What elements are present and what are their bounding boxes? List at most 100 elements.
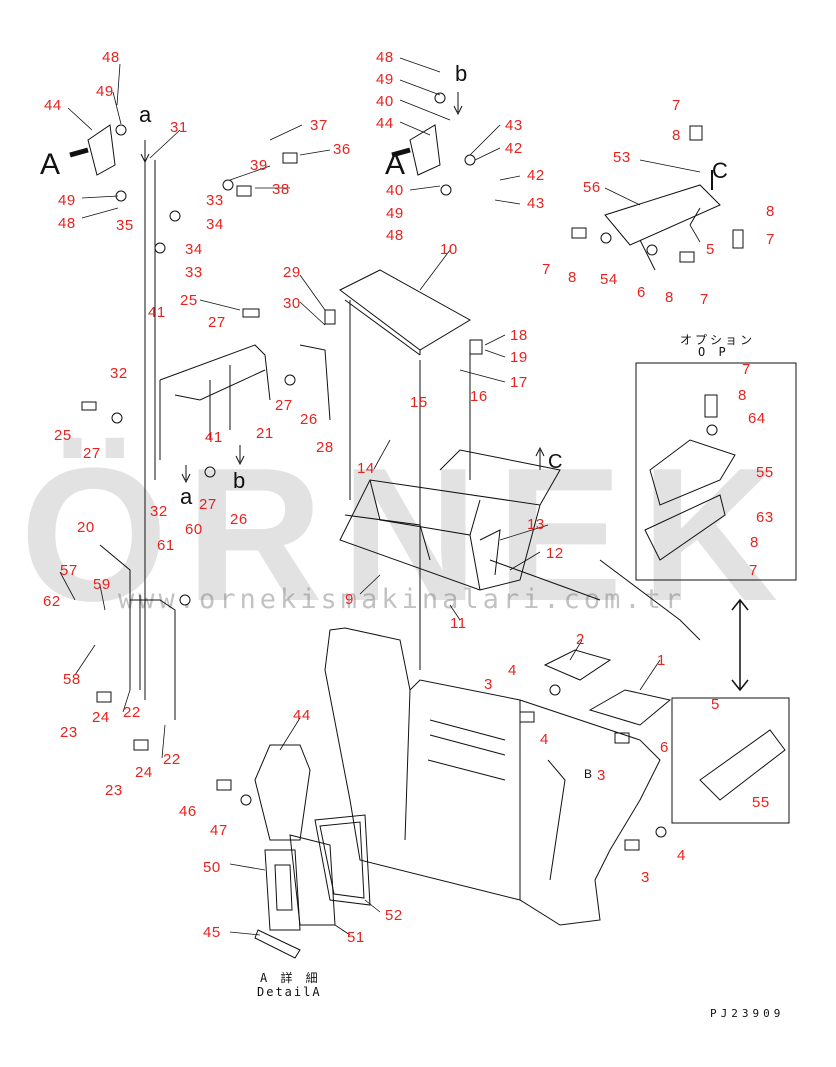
part-number-label: 11 bbox=[450, 615, 467, 632]
part-number-label: 55 bbox=[752, 794, 770, 811]
part-number-label: 42 bbox=[527, 167, 545, 184]
part-number-label: 41 bbox=[205, 429, 223, 446]
part-number-label: 47 bbox=[210, 822, 228, 839]
part-number-label: 4 bbox=[677, 847, 686, 864]
part-number-label: 63 bbox=[756, 509, 774, 526]
part-number-label: 42 bbox=[505, 140, 523, 157]
part-number-label: 8 bbox=[750, 534, 759, 551]
part-number-label: 27 bbox=[208, 314, 226, 331]
reference-letter: a bbox=[180, 484, 193, 509]
detail-a-mirror-50 bbox=[264, 849, 301, 931]
part-number-label: 48 bbox=[376, 49, 394, 66]
part-number-label: 48 bbox=[386, 227, 404, 244]
part-number-label: 7 bbox=[700, 291, 709, 308]
part-number-label: 13 bbox=[527, 516, 545, 533]
part-number-label: 49 bbox=[386, 205, 404, 222]
part-number-label: 36 bbox=[333, 141, 351, 158]
part-number-label: 49 bbox=[96, 83, 114, 100]
option-box bbox=[635, 362, 797, 581]
part-number-label: 58 bbox=[63, 671, 81, 688]
part-number-label: 6 bbox=[660, 739, 669, 756]
part-number-label: 23 bbox=[60, 724, 78, 741]
part-number-label: 7 bbox=[672, 97, 681, 114]
part-number-label: 25 bbox=[54, 427, 72, 444]
part-number-label: 23 bbox=[105, 782, 123, 799]
part-number-label: 62 bbox=[43, 593, 61, 610]
part-number-label: 12 bbox=[546, 545, 564, 562]
part-number-label: 37 bbox=[310, 117, 328, 134]
reference-letter: B bbox=[584, 767, 593, 781]
part-number-label: 3 bbox=[597, 767, 606, 784]
part-number-label: 64 bbox=[748, 410, 766, 427]
reference-letter: C bbox=[712, 158, 728, 183]
cab-body bbox=[324, 627, 661, 926]
part-number-label: 48 bbox=[102, 49, 120, 66]
part-number-label: 27 bbox=[275, 397, 293, 414]
bolts bbox=[81, 125, 744, 851]
part-number-label: 32 bbox=[110, 365, 128, 382]
part-number-label: 60 bbox=[185, 521, 203, 538]
part-number-label: 15 bbox=[410, 394, 428, 411]
part-number-label: 46 bbox=[179, 803, 197, 820]
option-header-jp: オプション bbox=[680, 333, 756, 347]
part-number-label: 44 bbox=[44, 97, 62, 114]
part-number-label: 27 bbox=[199, 496, 217, 513]
part-number-label: 26 bbox=[300, 411, 318, 428]
part-number-label: 32 bbox=[150, 503, 168, 520]
part-number-label: 28 bbox=[316, 439, 334, 456]
part-number-label: 8 bbox=[672, 127, 681, 144]
part-number-label: 27 bbox=[83, 445, 101, 462]
detail-a-cover-44 bbox=[254, 744, 311, 841]
part-number-label: 39 bbox=[250, 157, 268, 174]
part-number-label: 8 bbox=[568, 269, 577, 286]
part-number-label: 29 bbox=[283, 264, 301, 281]
part-number-label: 4 bbox=[540, 731, 549, 748]
part-number-label: 14 bbox=[357, 460, 375, 477]
part-number-label: 30 bbox=[283, 295, 301, 312]
part-number-label: 3 bbox=[641, 869, 650, 886]
part-number-label: 7 bbox=[749, 562, 758, 579]
part-number-label: 18 bbox=[510, 327, 528, 344]
reference-letter: a bbox=[139, 102, 152, 127]
detail-a-frame-52 bbox=[314, 814, 371, 906]
part-number-label: 19 bbox=[510, 349, 528, 366]
part-number-label: 5 bbox=[706, 241, 715, 258]
part-number-label: 53 bbox=[613, 149, 631, 166]
reference-letter: A bbox=[40, 148, 61, 181]
part-number-label: 6 bbox=[637, 284, 646, 301]
floor-plate bbox=[339, 479, 541, 591]
part-number-label: 33 bbox=[206, 192, 224, 209]
reference-letter: b bbox=[455, 61, 468, 86]
part-number-label: 7 bbox=[766, 231, 775, 248]
part-number-label: 59 bbox=[93, 576, 111, 593]
part-number-label: 16 bbox=[470, 388, 488, 405]
part-number-label: 26 bbox=[230, 511, 248, 528]
part-number-label: 25 bbox=[180, 292, 198, 309]
part-number-label: 24 bbox=[135, 764, 153, 781]
part-number-label: 21 bbox=[256, 425, 274, 442]
part-number-label: 43 bbox=[527, 195, 545, 212]
part-number-label: 54 bbox=[600, 271, 618, 288]
washers bbox=[111, 92, 718, 838]
part-number-label: 1 bbox=[657, 652, 666, 669]
part-number-label: 3 bbox=[484, 676, 493, 693]
part-number-label: 49 bbox=[376, 71, 394, 88]
part-number-label: 44 bbox=[376, 115, 394, 132]
option-header-en: O P bbox=[698, 345, 729, 359]
part-number-label: 40 bbox=[386, 182, 404, 199]
part-number-label: 9 bbox=[345, 591, 354, 608]
part-number-label: 2 bbox=[576, 631, 585, 648]
part-number-label: 10 bbox=[440, 241, 458, 258]
part-number-label: 44 bbox=[293, 707, 311, 724]
part-number-label: 51 bbox=[347, 929, 365, 946]
reference-letter: b bbox=[233, 468, 246, 493]
part-number-label: 8 bbox=[665, 289, 674, 306]
drawing-number: PJ23909 bbox=[710, 1007, 785, 1020]
part-number-label: 4 bbox=[508, 662, 517, 679]
part-number-label: 41 bbox=[148, 304, 166, 321]
part-number-label: 61 bbox=[157, 537, 175, 554]
part-number-label: 20 bbox=[77, 519, 95, 536]
part-number-label: 5 bbox=[711, 696, 720, 713]
part-number-label: 31 bbox=[170, 119, 188, 136]
